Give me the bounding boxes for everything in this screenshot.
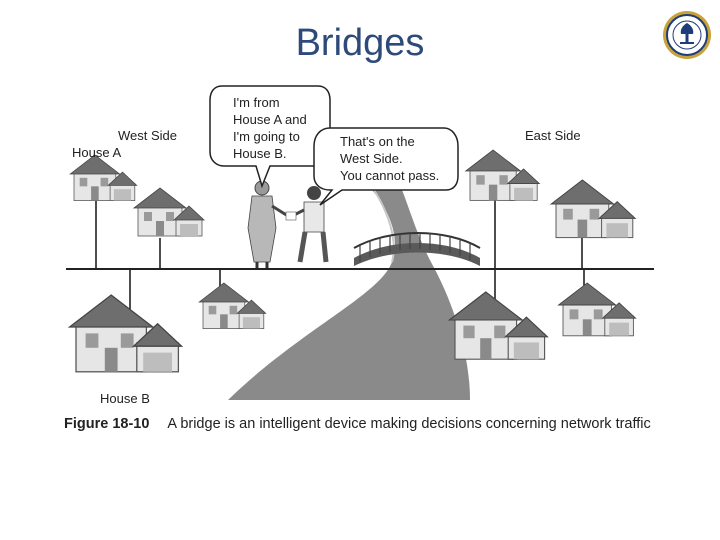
speech-left-line-1: I'm from [233,95,280,110]
house-icon [198,282,267,330]
speech-left-line-2: House A and [233,112,307,127]
bridge-icon [353,232,481,266]
house-icon [68,294,183,373]
house-icon [550,179,636,239]
speech-right-line-2: West Side. [340,151,403,166]
house-icon [133,187,205,237]
label-house-b: House B [100,391,150,406]
house-icon [558,282,637,337]
speech-left-line-3: I'm going to [233,129,300,144]
figure-caption-text: A bridge is an intelligent device making… [167,416,651,432]
speech-right-line-3: You cannot pass. [340,168,439,183]
label-west-side: West Side [118,128,177,143]
house-icon [465,149,540,201]
label-house-a: House A [72,145,121,160]
figure-caption: Figure 18-10 A bridge is an intelligent d… [64,416,651,432]
label-east-side: East Side [525,128,581,143]
person-icon [247,180,289,268]
figure-number: Figure 18-10 [64,416,150,432]
house-icon [69,154,138,202]
speech-left-line-4: House B. [233,146,286,161]
speech-right-line-1: That's on the [340,134,415,149]
bridge-diagram: I'm from House A and I'm going to House … [66,85,654,406]
person-icon [285,186,329,263]
slide-title: Bridges [295,22,425,64]
university-seal-icon [663,11,711,59]
house-icon [448,291,549,360]
